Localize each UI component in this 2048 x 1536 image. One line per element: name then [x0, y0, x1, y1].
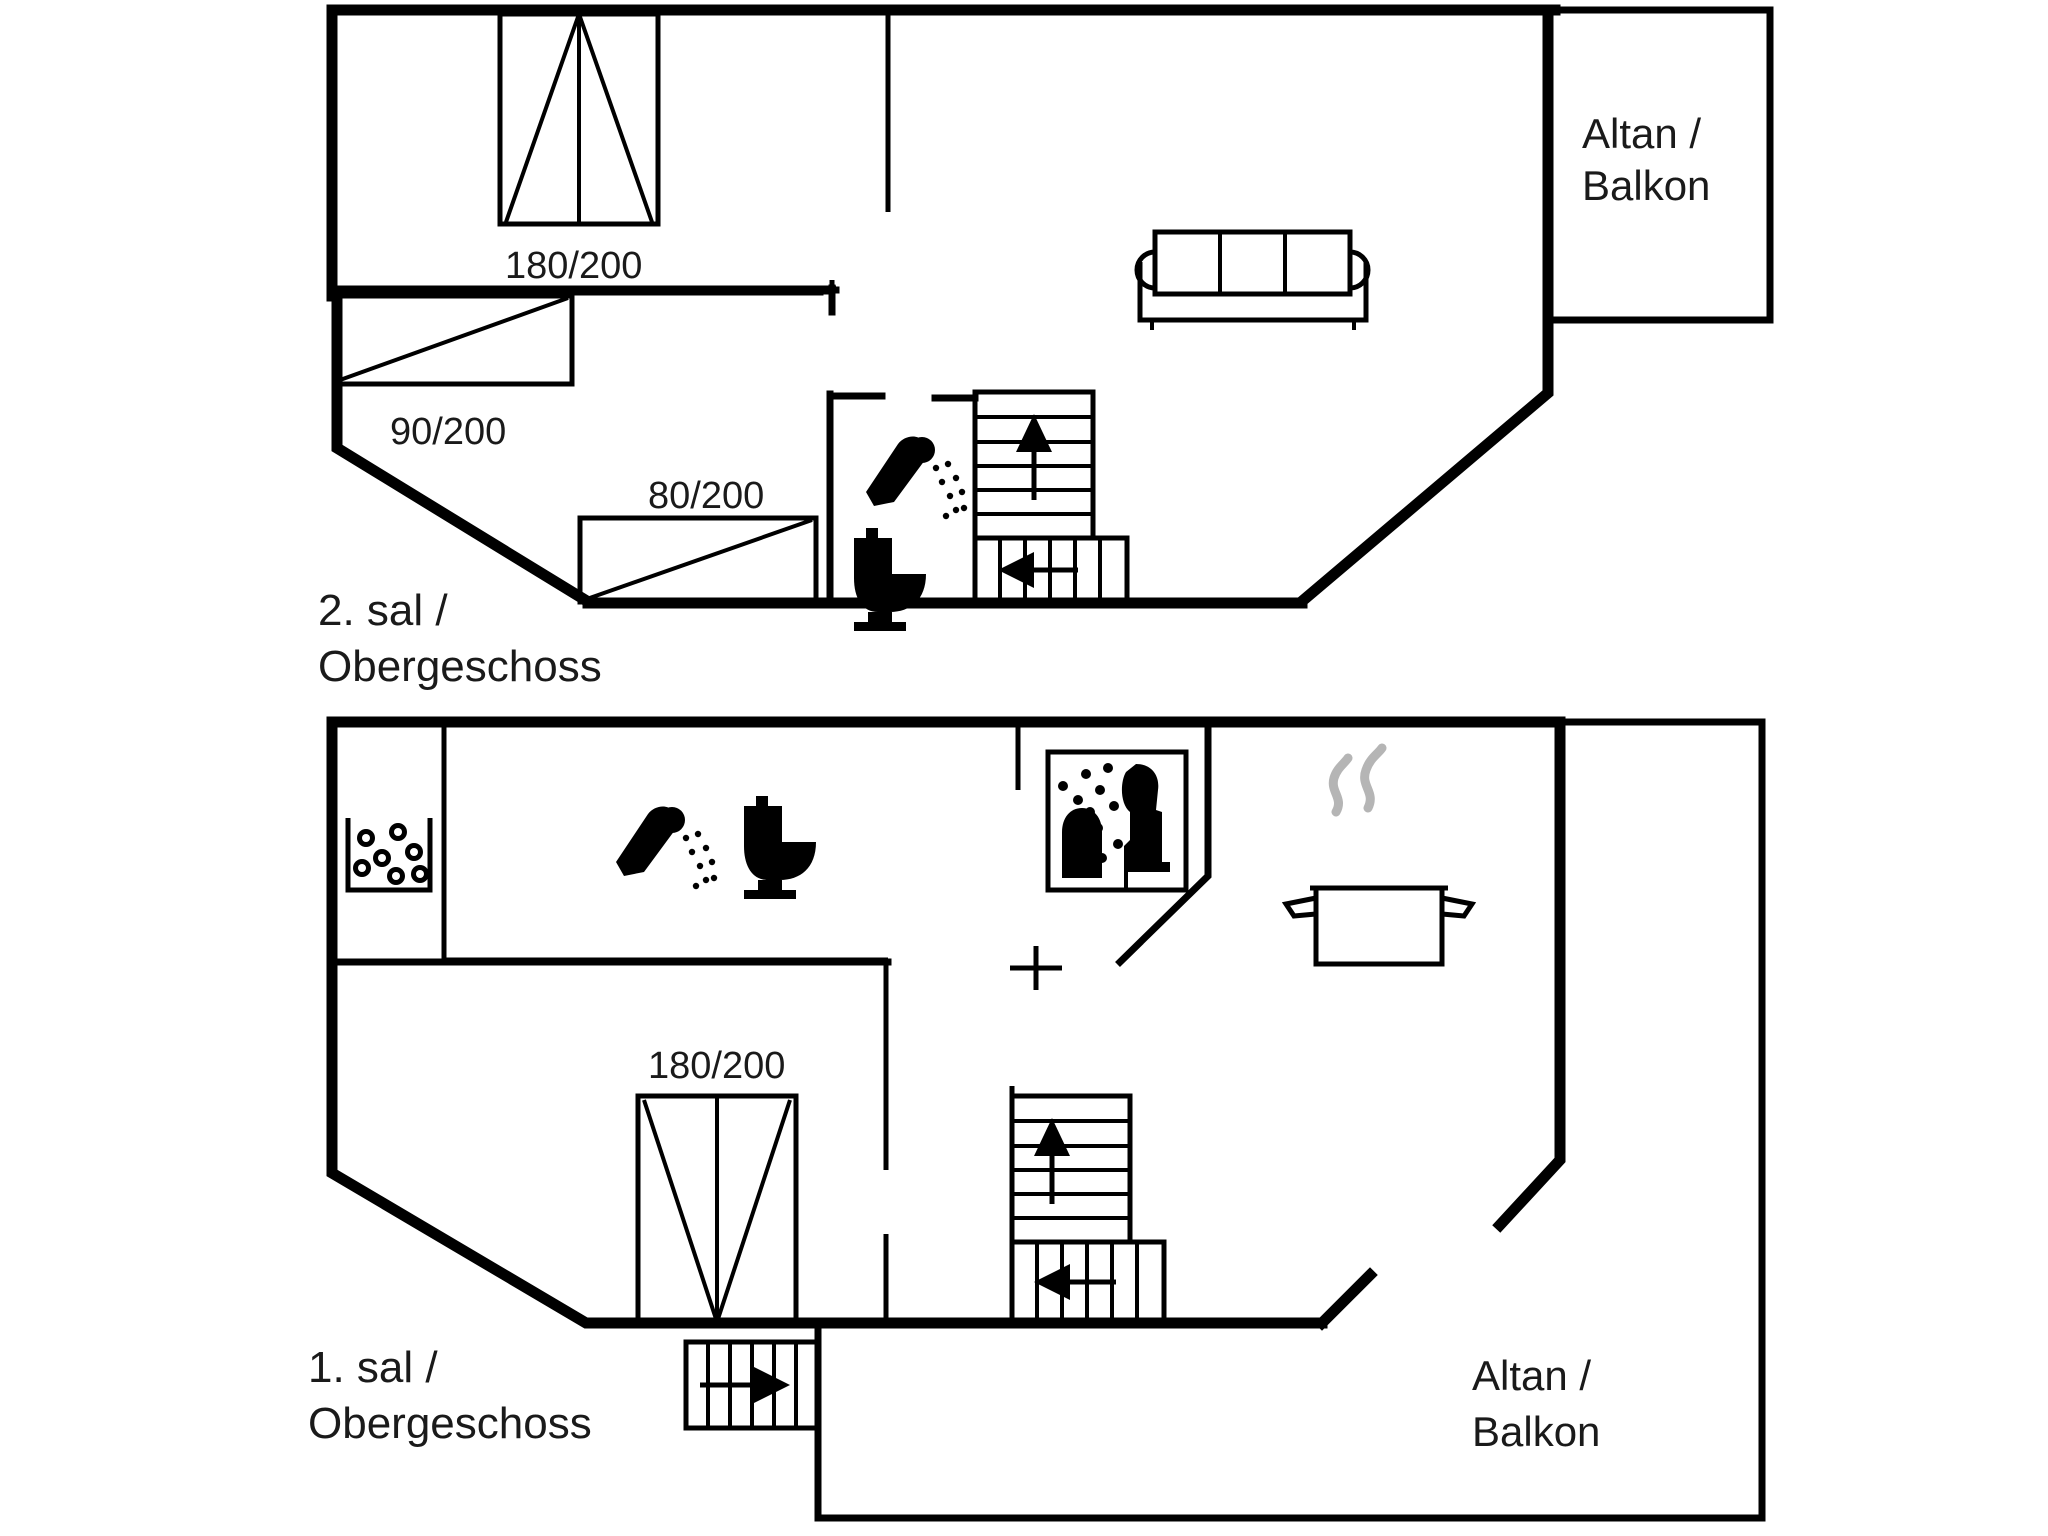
lower-floor-group: 180/200 — [308, 716, 1766, 1522]
upper-floor-label-line1: 2. sal / — [318, 586, 448, 635]
sauna-icon — [1045, 749, 1189, 893]
lower-double-bed — [635, 1093, 799, 1327]
stairs-left-icon — [972, 535, 1130, 605]
shower-icon — [866, 436, 968, 520]
upper-balcony-label-line1: Altan / — [1582, 110, 1701, 157]
cooking-pot-icon — [1281, 743, 1477, 967]
bed-diagonal-right — [715, 1099, 792, 1323]
sauna-steam-dots — [1058, 763, 1123, 863]
toilet-pedestal — [758, 880, 782, 890]
upper-single-bed-mid-dimension: 80/200 — [648, 475, 764, 517]
shower-icon — [616, 806, 718, 890]
bed-diagonal-left — [642, 1099, 719, 1323]
whirlpool-bubbles — [353, 823, 429, 885]
sofa-back — [1152, 229, 1353, 297]
upper-double-bed-dimension: 180/200 — [505, 245, 642, 287]
toilet-pedestal — [868, 612, 892, 622]
upper-double-bed — [497, 11, 661, 227]
lower-outer-wall-bottom-diag — [1314, 1267, 1378, 1331]
lower-balcony-label-line2: Balkon — [1472, 1408, 1600, 1455]
steam-left — [1328, 753, 1353, 817]
sauna-cabin — [1045, 749, 1189, 893]
upper-single-bed-mid — [577, 515, 819, 605]
toilet-flush-btn — [756, 796, 768, 806]
stairs-right-icon — [683, 1339, 821, 1431]
toilet-cistern — [854, 538, 892, 574]
stair-arrow-head — [1016, 414, 1052, 452]
stairs-up-icon — [1009, 1086, 1133, 1245]
stairs-up-icon — [972, 389, 1096, 541]
bed-frame — [577, 515, 819, 605]
whirlpool-tub — [345, 818, 433, 893]
toilet-icon — [854, 528, 926, 631]
lower-floor-label-line2: Obergeschoss — [308, 1399, 592, 1448]
bed-diagonal — [583, 518, 813, 602]
upper-balcony-outline — [1544, 6, 1774, 324]
pot-body — [1313, 885, 1445, 967]
toilet-icon — [744, 796, 816, 899]
bed-frame — [333, 293, 575, 387]
shower-head — [909, 437, 935, 463]
lower-balcony-label-line1: Altan / — [1472, 1352, 1591, 1399]
lower-outer-wall-left — [326, 716, 1328, 1329]
stair-arrow-head — [1034, 1264, 1070, 1300]
toilet-flush-btn — [866, 528, 878, 538]
shower-spray — [932, 460, 968, 520]
sauna-bench-top — [1124, 862, 1170, 872]
lower-balcony-outline — [814, 718, 1766, 1522]
upper-balcony-label-line2: Balkon — [1582, 162, 1710, 209]
sauna-person — [1121, 764, 1162, 872]
toilet-bowl — [854, 574, 926, 612]
pot-handle-left — [1281, 895, 1317, 919]
stair-arrow-head — [1034, 1118, 1070, 1156]
sofa-arm-left — [1134, 249, 1156, 291]
lower-sauna-wall-vertical — [1115, 720, 1212, 967]
shower-spray — [682, 830, 718, 890]
toilet-bowl — [744, 842, 816, 880]
upper-single-bed-left — [333, 293, 575, 387]
lower-outer-wall-right-upper — [1492, 716, 1566, 1233]
upper-single-bed-left-dimension: 90/200 — [390, 411, 506, 453]
stair-arrow-head — [998, 552, 1034, 588]
steam-right — [1360, 743, 1387, 813]
bed-diagonal — [339, 296, 569, 382]
lower-double-bed-dimension: 180/200 — [648, 1045, 785, 1087]
stairs-left-icon — [1009, 1239, 1167, 1325]
upper-floor-group: 180/200 90/200 80/200 — [318, 4, 1774, 691]
shower-head — [659, 807, 685, 833]
toilet-foot — [744, 890, 796, 899]
bed-diagonal-right — [577, 13, 654, 223]
bed-diagonal-left — [504, 13, 581, 223]
whirlpool-icon — [345, 818, 433, 893]
lower-floor-label-line1: 1. sal / — [308, 1343, 438, 1392]
sofa-icon — [1134, 229, 1371, 330]
toilet-foot — [854, 622, 906, 631]
sofa-base — [1137, 262, 1369, 323]
upper-floor-label-line2: Obergeschoss — [318, 642, 602, 691]
toilet-cistern — [744, 806, 782, 842]
stair-arrow-head — [754, 1367, 790, 1403]
pot-handle-right — [1441, 895, 1477, 919]
sauna-stove — [1062, 808, 1102, 878]
upper-outer-wall-left — [326, 4, 1554, 609]
